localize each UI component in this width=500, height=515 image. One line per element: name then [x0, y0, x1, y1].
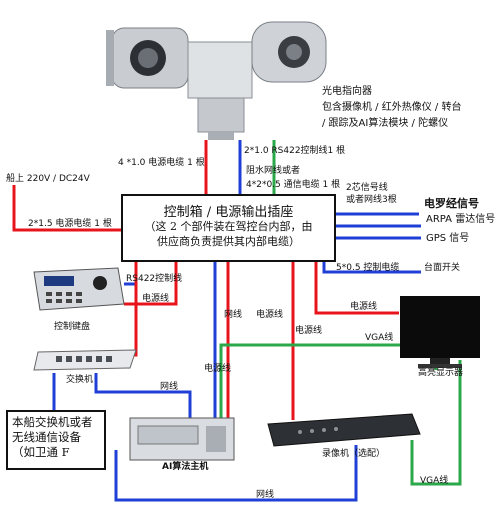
- keyboard-power-wire: [124, 262, 178, 306]
- vga-label-2: VGA线: [420, 476, 449, 486]
- ai-host-label: AI算法主机: [162, 462, 209, 472]
- panel-switch-label: 台面开关: [424, 263, 461, 273]
- compass-signal-label: 电罗经信号: [424, 197, 479, 210]
- control-box-line-2: 供应商负责提供其内部电缆）: [157, 234, 300, 248]
- monitor-power-wire: [314, 262, 399, 315]
- camera-label-3: / 跟踪及AI算法模块 / 陀螺仪: [322, 118, 449, 129]
- panel-switch-wire: [322, 262, 421, 274]
- monitor-display: [400, 296, 480, 368]
- net-label-1: 网线: [224, 310, 243, 320]
- monitor-power-label: 电源线: [350, 302, 378, 312]
- bottom-network-wire: [114, 445, 358, 502]
- keyboard-power-label: 电源线: [142, 294, 170, 304]
- control-box: 控制箱 / 电源输出插座 （这 2 个部件装在驾控台内部，由 供应商负责提供其内…: [121, 194, 336, 262]
- video-recorder: [267, 413, 421, 447]
- keyboard-rs422-label: RS422控制线: [126, 274, 183, 284]
- recorder-label: 录像机（选配）: [322, 449, 386, 459]
- control-keyboard: [33, 267, 125, 311]
- electro-optical-camera: [106, 21, 327, 140]
- signal-line-label-2: 或者网线3根: [346, 195, 397, 205]
- ship-network-device-note: 本船交换机或者无线通信设备（如卫通 F: [6, 410, 106, 470]
- ship-power-label: 船上 220V / DC24V: [6, 174, 90, 184]
- signal-line-label-1: 2芯信号线: [346, 183, 388, 193]
- control-box-title: 控制箱 / 电源输出插座: [163, 205, 294, 220]
- rs422-cable-top-label: 2*1.0 RS422控制线1 根: [244, 146, 346, 156]
- camera-label-1: 光电指向器: [322, 86, 372, 97]
- power-cable-top-label: 4 *1.0 电源电缆 1 根: [118, 158, 205, 168]
- network-cable-label-1: 阻水网线或者: [246, 166, 301, 176]
- gps-signal-label: GPS 信号: [426, 233, 470, 244]
- monitor-label: 高亮显示器: [418, 368, 464, 378]
- power-label-1: 电源线: [256, 310, 284, 320]
- network-switch: [33, 349, 137, 371]
- keyboard-label: 控制键盘: [54, 322, 91, 332]
- power-label-2: 电源线: [295, 326, 323, 336]
- network-cable-label-2: 4*2*0.5 通信电缆 1 根: [246, 180, 341, 190]
- camera-label-2: 包含摄像机 / 红外热像仪 / 转台: [322, 102, 462, 113]
- switch-net-label: 网线: [160, 382, 179, 392]
- vga-label-1: VGA线: [365, 333, 394, 343]
- ship-power-wire: [12, 185, 121, 232]
- ai-host-computer: [129, 417, 235, 461]
- arpa-signal-label: ARPA 雷达信号: [426, 214, 496, 225]
- vga-recorder-monitor-wire: [410, 360, 462, 486]
- switch-label: 交换机: [66, 375, 94, 385]
- control-box-line-1: （这 2 个部件装在驾控台内部，由: [144, 220, 313, 233]
- power-cable-left-label: 2*1.5 电源电缆 1 根: [28, 219, 112, 229]
- switch-power-label: 电源线: [204, 364, 232, 374]
- control-cable-label: 5*0.5 控制电缆: [336, 263, 400, 273]
- net-bottom-label: 网线: [256, 490, 275, 500]
- switch-host-network-wire: [94, 373, 192, 420]
